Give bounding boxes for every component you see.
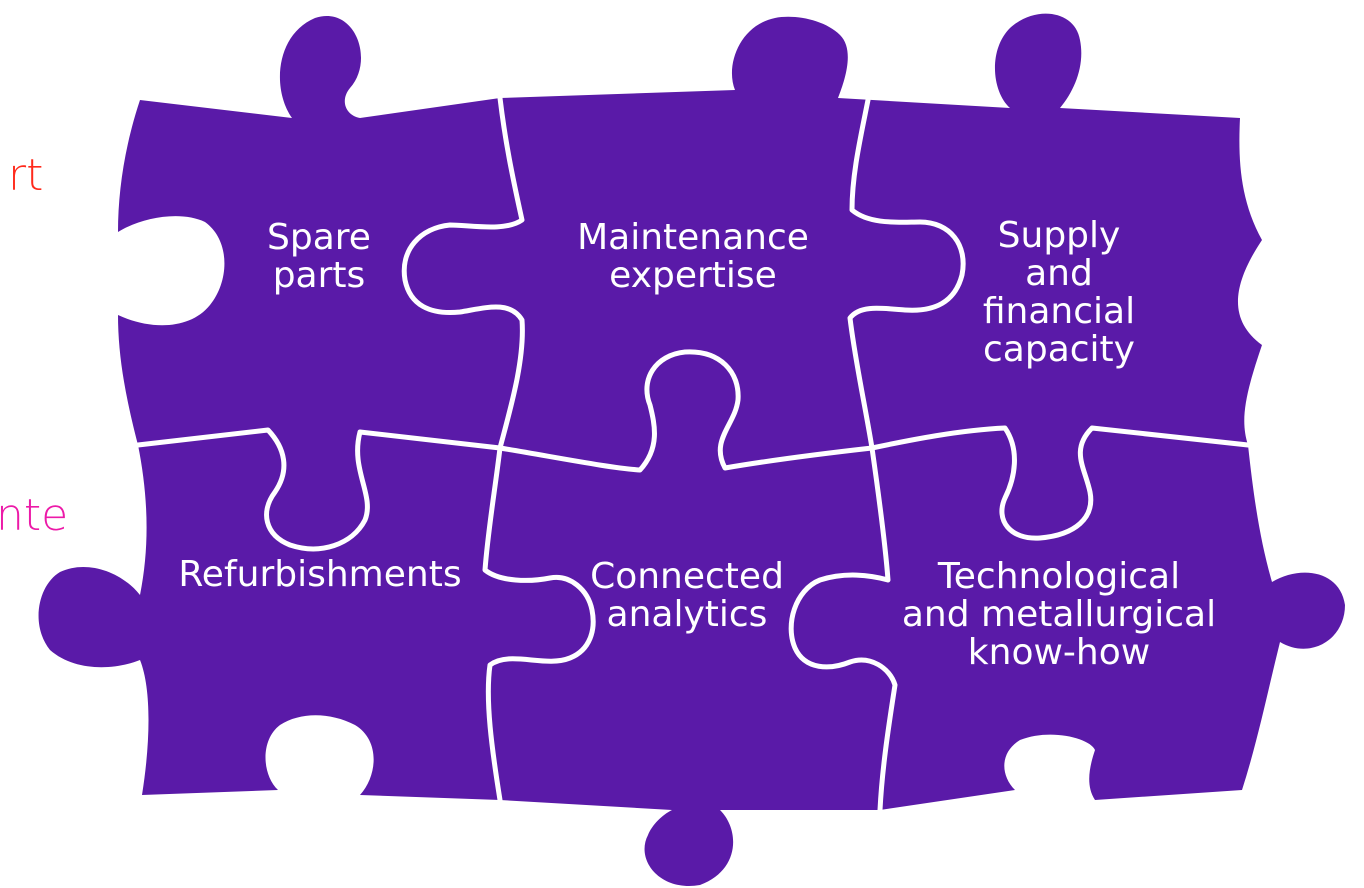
edge-text-top: rt [8,150,44,201]
seam-horizontal [135,349,1251,552]
puzzle-seams [135,95,1251,813]
edge-text-middle: nte [0,490,69,541]
puzzle-silhouette [38,13,1346,886]
